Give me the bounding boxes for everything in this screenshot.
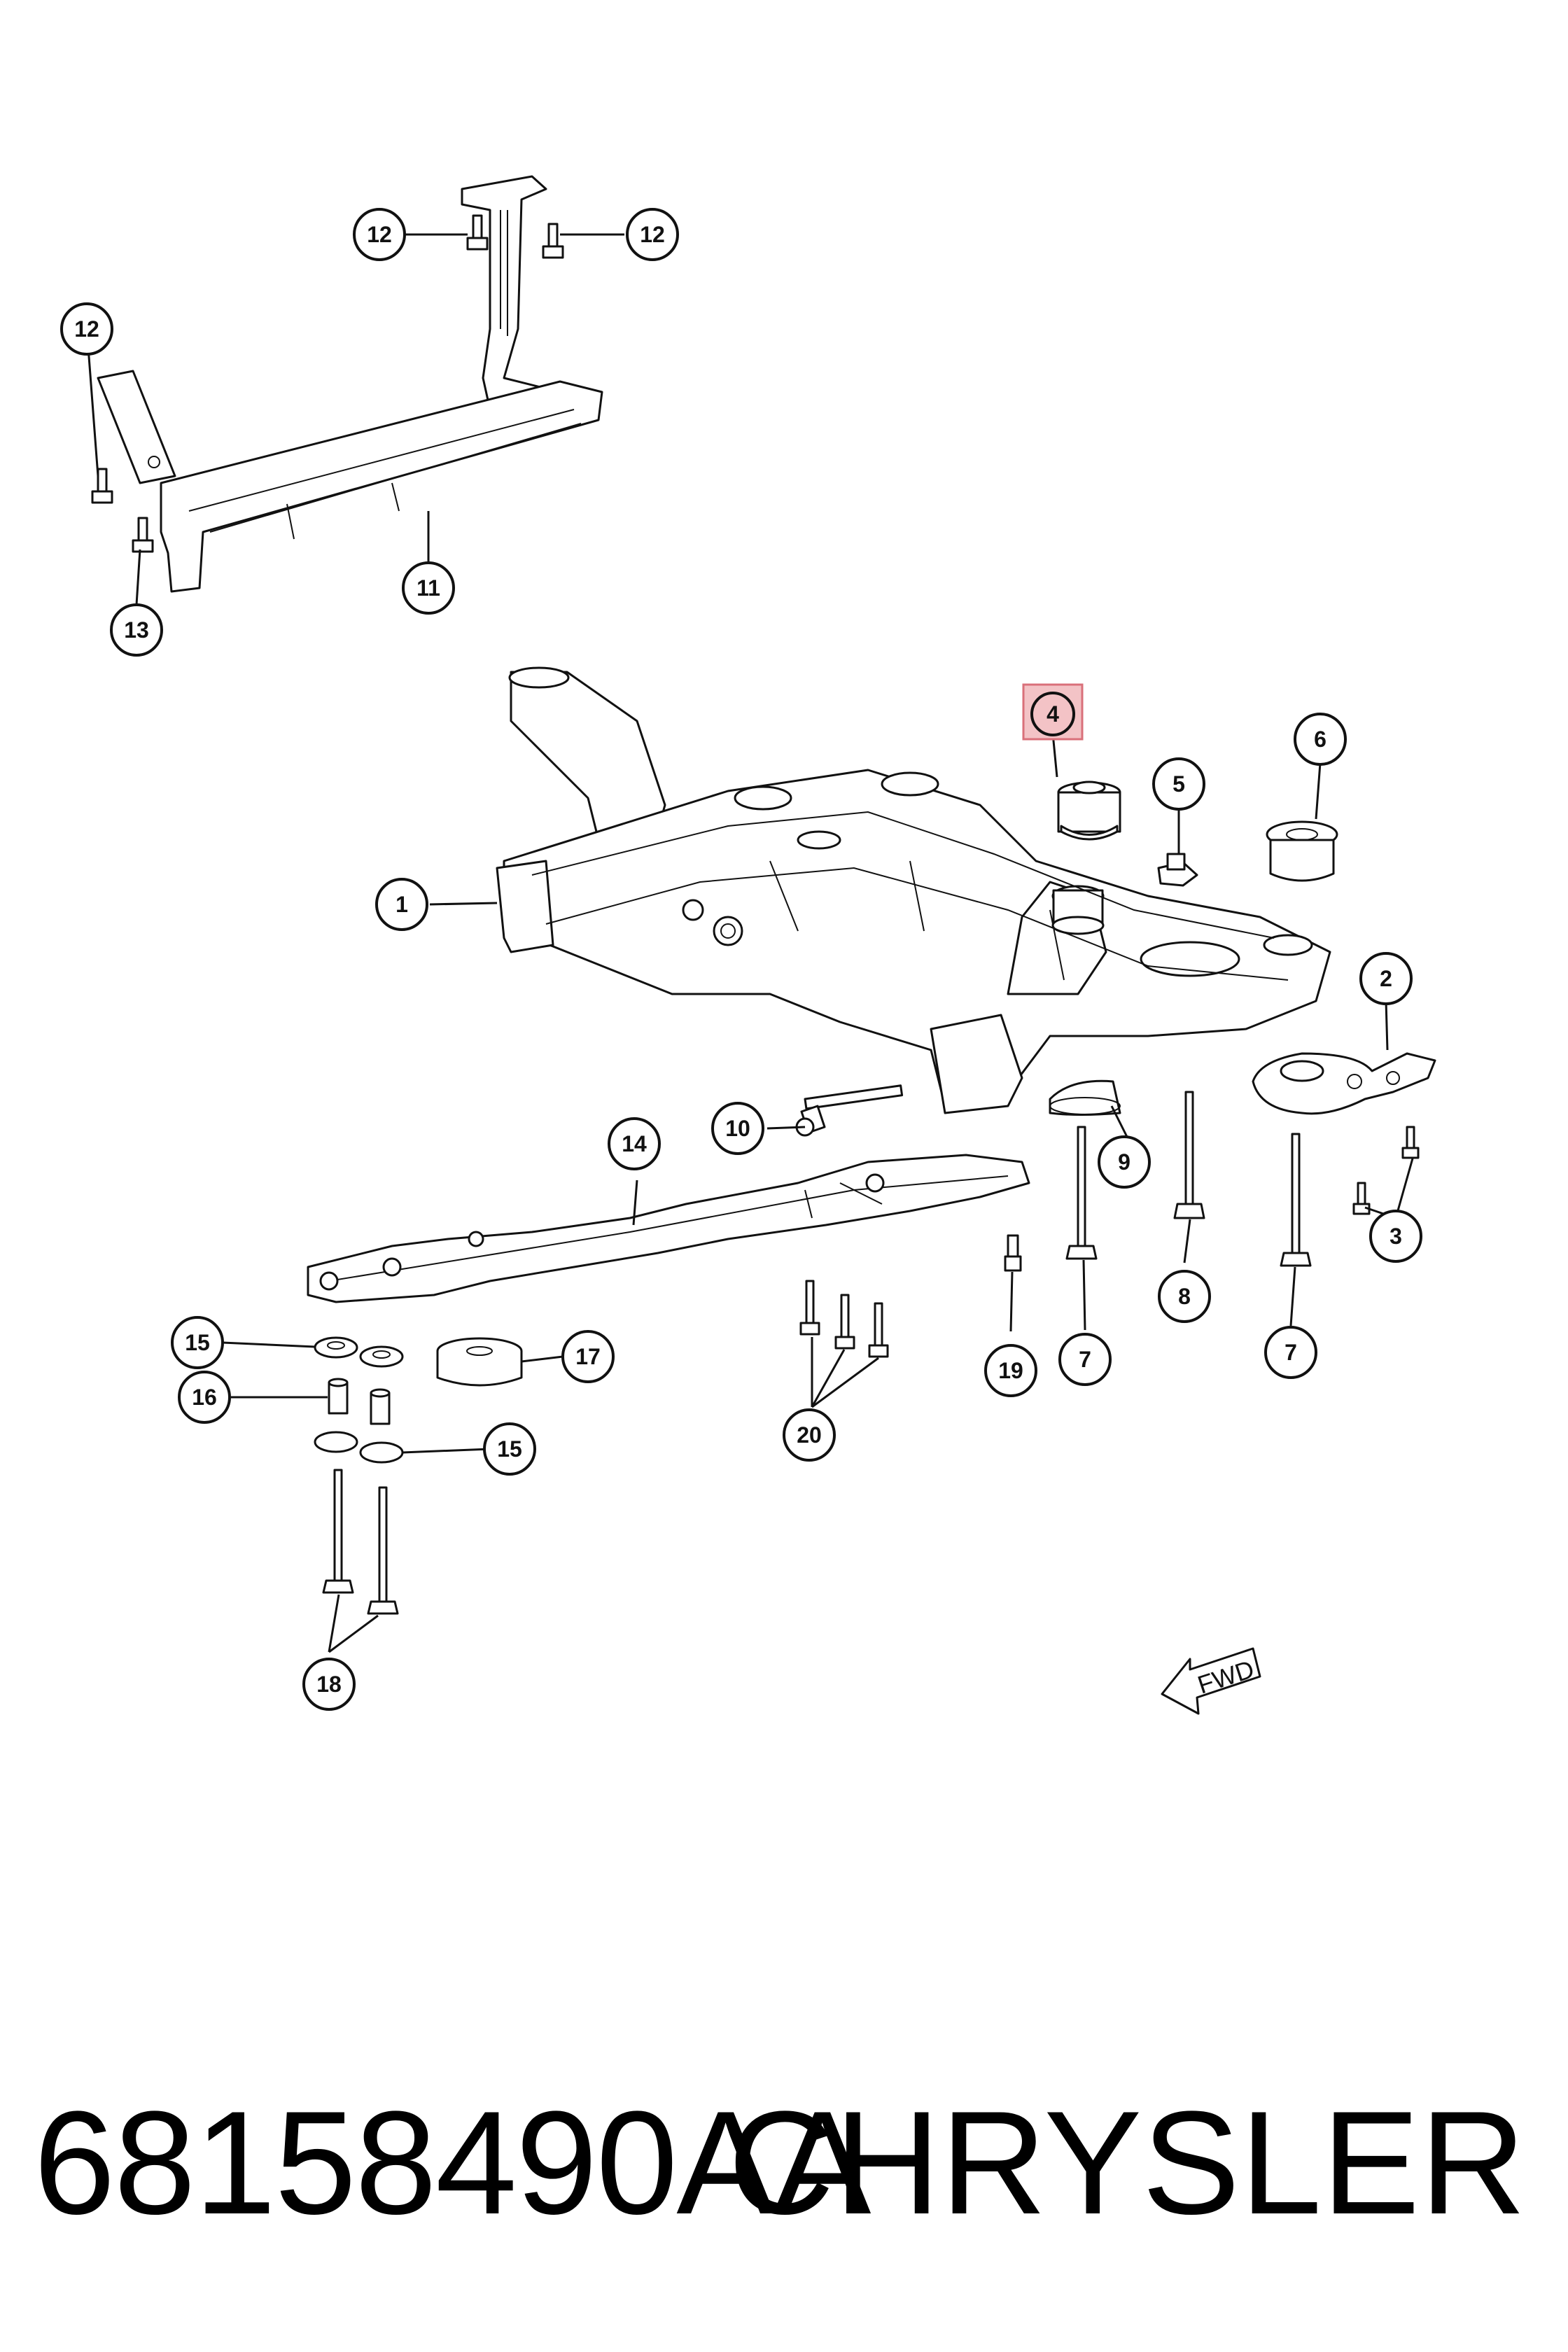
small-bolts xyxy=(91,214,564,553)
callout-7-left: 7 xyxy=(1058,1333,1112,1386)
svg-text:14: 14 xyxy=(622,1131,647,1156)
callout-1: 1 xyxy=(375,878,428,931)
brand-name: CHRYSLER xyxy=(728,2080,1526,2245)
body-mount-hardware xyxy=(314,1336,523,1615)
lower-reinforcement-plate xyxy=(307,1154,1030,1303)
callout-12-left: 12 xyxy=(353,208,406,261)
svg-text:20: 20 xyxy=(797,1422,822,1448)
callout-16: 16 xyxy=(178,1371,231,1424)
svg-text:17: 17 xyxy=(575,1344,601,1369)
svg-text:2: 2 xyxy=(1380,966,1392,991)
callout-17: 17 xyxy=(561,1330,615,1383)
callout-20: 20 xyxy=(783,1408,836,1462)
shield-ring xyxy=(1049,1079,1121,1116)
callout-12-far-left: 12 xyxy=(60,302,113,356)
svg-text:1: 1 xyxy=(396,892,408,917)
callout-3: 3 xyxy=(1369,1210,1422,1263)
svg-text:7: 7 xyxy=(1079,1347,1091,1372)
callout-5: 5 xyxy=(1152,757,1205,811)
svg-text:12: 12 xyxy=(74,316,99,342)
callout-8: 8 xyxy=(1158,1270,1211,1323)
forward-direction-arrow: FWD xyxy=(1161,1647,1261,1715)
svg-text:15: 15 xyxy=(497,1436,522,1462)
callout-15-top: 15 xyxy=(171,1316,224,1369)
nut xyxy=(1157,853,1198,887)
callout-4-highlighted: 4 xyxy=(1022,683,1084,741)
front-crossmember xyxy=(496,666,1331,1114)
callout-14: 14 xyxy=(608,1117,661,1170)
svg-text:11: 11 xyxy=(416,575,440,601)
svg-text:12: 12 xyxy=(367,222,392,247)
svg-text:8: 8 xyxy=(1178,1284,1191,1309)
svg-text:18: 18 xyxy=(316,1672,342,1697)
parts-diagram: FWD 12 xyxy=(60,175,1436,1715)
svg-text:6: 6 xyxy=(1314,727,1326,752)
svg-text:9: 9 xyxy=(1118,1149,1130,1175)
upper-bushing xyxy=(1057,780,1121,841)
svg-text:13: 13 xyxy=(124,617,149,643)
isolator-bracket xyxy=(1252,1052,1436,1115)
callout-15-bottom: 15 xyxy=(483,1422,536,1476)
callout-13: 13 xyxy=(110,603,163,657)
vertical-bolts xyxy=(799,1091,1420,1358)
callout-11: 11 xyxy=(402,561,455,615)
svg-text:4: 4 xyxy=(1046,701,1059,727)
callout-7-right: 7 xyxy=(1264,1326,1317,1379)
callout-18: 18 xyxy=(302,1658,356,1711)
horizontal-bolt xyxy=(795,1084,904,1137)
callout-10: 10 xyxy=(711,1102,764,1155)
callout-9: 9 xyxy=(1098,1135,1151,1189)
rear-bushing xyxy=(1266,820,1338,882)
callout-2: 2 xyxy=(1359,952,1413,1005)
svg-text:3: 3 xyxy=(1390,1224,1402,1249)
leader-lines xyxy=(85,233,1414,1653)
svg-text:7: 7 xyxy=(1284,1340,1297,1365)
callout-12-right: 12 xyxy=(626,208,679,261)
svg-text:FWD: FWD xyxy=(1194,1654,1258,1699)
svg-text:16: 16 xyxy=(192,1385,217,1410)
callout-19: 19 xyxy=(984,1344,1037,1397)
svg-text:15: 15 xyxy=(185,1330,210,1355)
support-bracket-assembly xyxy=(97,175,603,593)
svg-text:12: 12 xyxy=(640,222,665,247)
svg-text:5: 5 xyxy=(1172,771,1185,797)
svg-text:19: 19 xyxy=(998,1358,1023,1383)
part-number: 68158490AA xyxy=(34,2080,871,2245)
callout-6: 6 xyxy=(1294,713,1347,766)
svg-text:10: 10 xyxy=(725,1116,750,1141)
part-caption: 68158490AA CHRYSLER xyxy=(0,2072,1568,2254)
callout-bubbles: 12 12 12 11 13 4 5 6 xyxy=(60,208,1422,1711)
